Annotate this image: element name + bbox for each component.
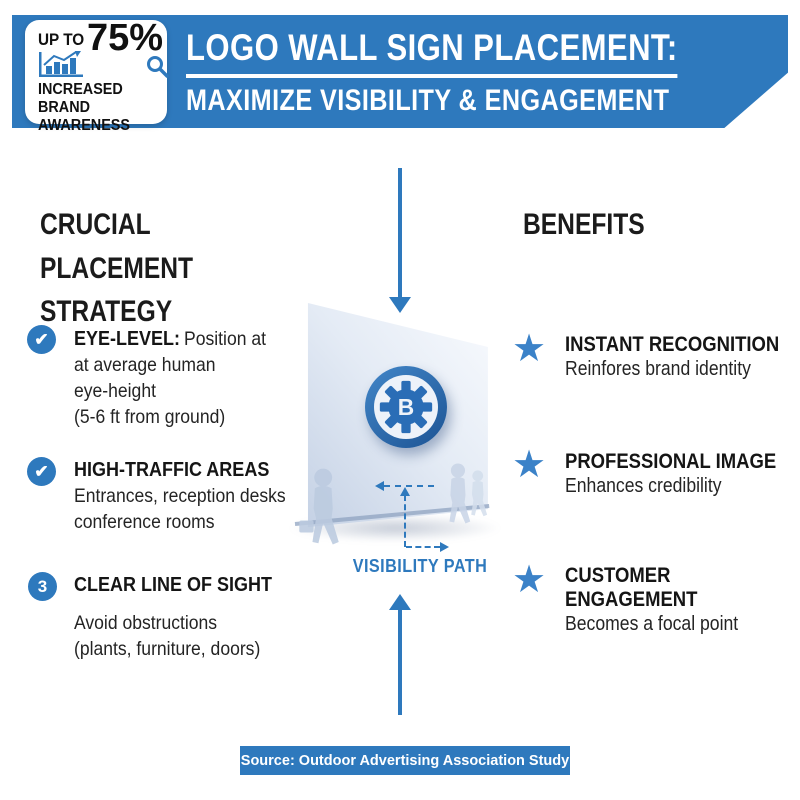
benefit-desc: Becomes a focal point: [565, 613, 739, 635]
strategy-item-line: Entrances, reception desks: [74, 485, 286, 507]
person-silhouette-icon: [449, 463, 471, 524]
gear-logo-icon: B: [379, 380, 433, 434]
person-silhouette-icon: [471, 470, 488, 517]
star-icon: ★: [512, 444, 547, 486]
strategy-item-title: CLEAR LINE OF SIGHT: [74, 574, 272, 596]
star-icon: ★: [512, 559, 547, 601]
strategy-item-title: EYE-LEVEL:: [74, 328, 181, 350]
arrow-up: [398, 610, 402, 715]
visibility-path-dash-right: [406, 546, 440, 548]
stat-badge-prefix: UP TO: [38, 30, 85, 49]
benefit-title: CUSTOMER ENGAGEMENT: [565, 564, 698, 611]
number-circle-icon: 3: [28, 572, 57, 601]
benefit-title: INSTANT RECOGNITION: [565, 333, 780, 356]
strategy-item-title: HIGH-TRAFFIC AREAS: [74, 459, 270, 481]
stat-badge-value: 75%: [87, 17, 164, 59]
strategy-item-high-traffic: HIGH-TRAFFIC AREAS Entrances, reception …: [74, 457, 299, 535]
strategy-heading: CRUCIAL PLACEMENT STRATEGY: [40, 208, 194, 328]
benefit-title: PROFESSIONAL IMAGE: [565, 450, 777, 473]
arrow-down-head: [389, 297, 411, 313]
arrow-down: [398, 168, 402, 298]
stat-badge-caption: INCREASED BRAND AWARENESS: [38, 81, 131, 135]
benefit-item-engagement: CUSTOMER ENGAGEMENT Becomes a focal poin…: [565, 564, 785, 636]
wall-logo-sign: B: [365, 366, 447, 448]
dash-arrow-right-head: [440, 542, 449, 552]
strategy-item-line: conference rooms: [74, 511, 215, 533]
strategy-item-line: at average human: [74, 354, 216, 376]
search-icon: [147, 56, 169, 78]
logo-inner-circle: B: [374, 375, 438, 439]
page-title: LOGO WALL SIGN PLACEMENT:: [186, 27, 678, 78]
visibility-path-dash-left: [384, 485, 434, 487]
check-circle-icon: ✔: [27, 325, 56, 354]
source-banner: Source: Outdoor Advertising Association …: [240, 746, 570, 775]
strategy-item-line: Avoid obstructions: [74, 612, 218, 634]
dash-arrow-up-head: [400, 487, 410, 496]
benefit-desc: Enhances credibility: [565, 475, 722, 497]
source-text: Source: Outdoor Advertising Association …: [240, 752, 570, 769]
check-circle-icon: ✔: [27, 457, 56, 486]
strategy-item-title-rest: Position at: [184, 328, 266, 350]
dash-arrow-left-head: [375, 481, 384, 491]
strategy-item-line: (5-6 ft from ground): [74, 406, 226, 428]
strategy-item-line: eye-height: [74, 380, 156, 402]
strategy-item-line: (plants, furniture, doors): [74, 638, 261, 660]
benefit-desc: Reinfores brand identity: [565, 358, 751, 380]
strategy-item-line-of-sight: CLEAR LINE OF SIGHT Avoid obstructions (…: [74, 572, 299, 662]
logo-letter: B: [398, 394, 414, 420]
stat-badge: UP TO 75% INCREASED BRAND AWARENESS: [25, 17, 169, 134]
page-subtitle: MAXIMIZE VISIBILITY & ENGAGEMENT: [186, 84, 670, 117]
arrow-up-head: [389, 594, 411, 610]
visibility-path-label: VISIBILITY PATH: [352, 556, 488, 576]
spacer: [74, 598, 299, 610]
benefit-item-professional: PROFESSIONAL IMAGE Enhances credibility: [565, 450, 785, 498]
person-silhouette-icon: [299, 468, 339, 545]
benefits-heading: BENEFITS: [523, 208, 645, 241]
header-titles: LOGO WALL SIGN PLACEMENT: MAXIMIZE VISIB…: [186, 27, 678, 118]
star-icon: ★: [512, 328, 547, 370]
bar-chart-icon: [39, 51, 83, 77]
visibility-path-dash-vertical: [404, 495, 406, 547]
benefit-item-recognition: INSTANT RECOGNITION Reinfores brand iden…: [565, 333, 785, 381]
strategy-item-eye-level: EYE-LEVEL: Position at at average human …: [74, 326, 299, 430]
